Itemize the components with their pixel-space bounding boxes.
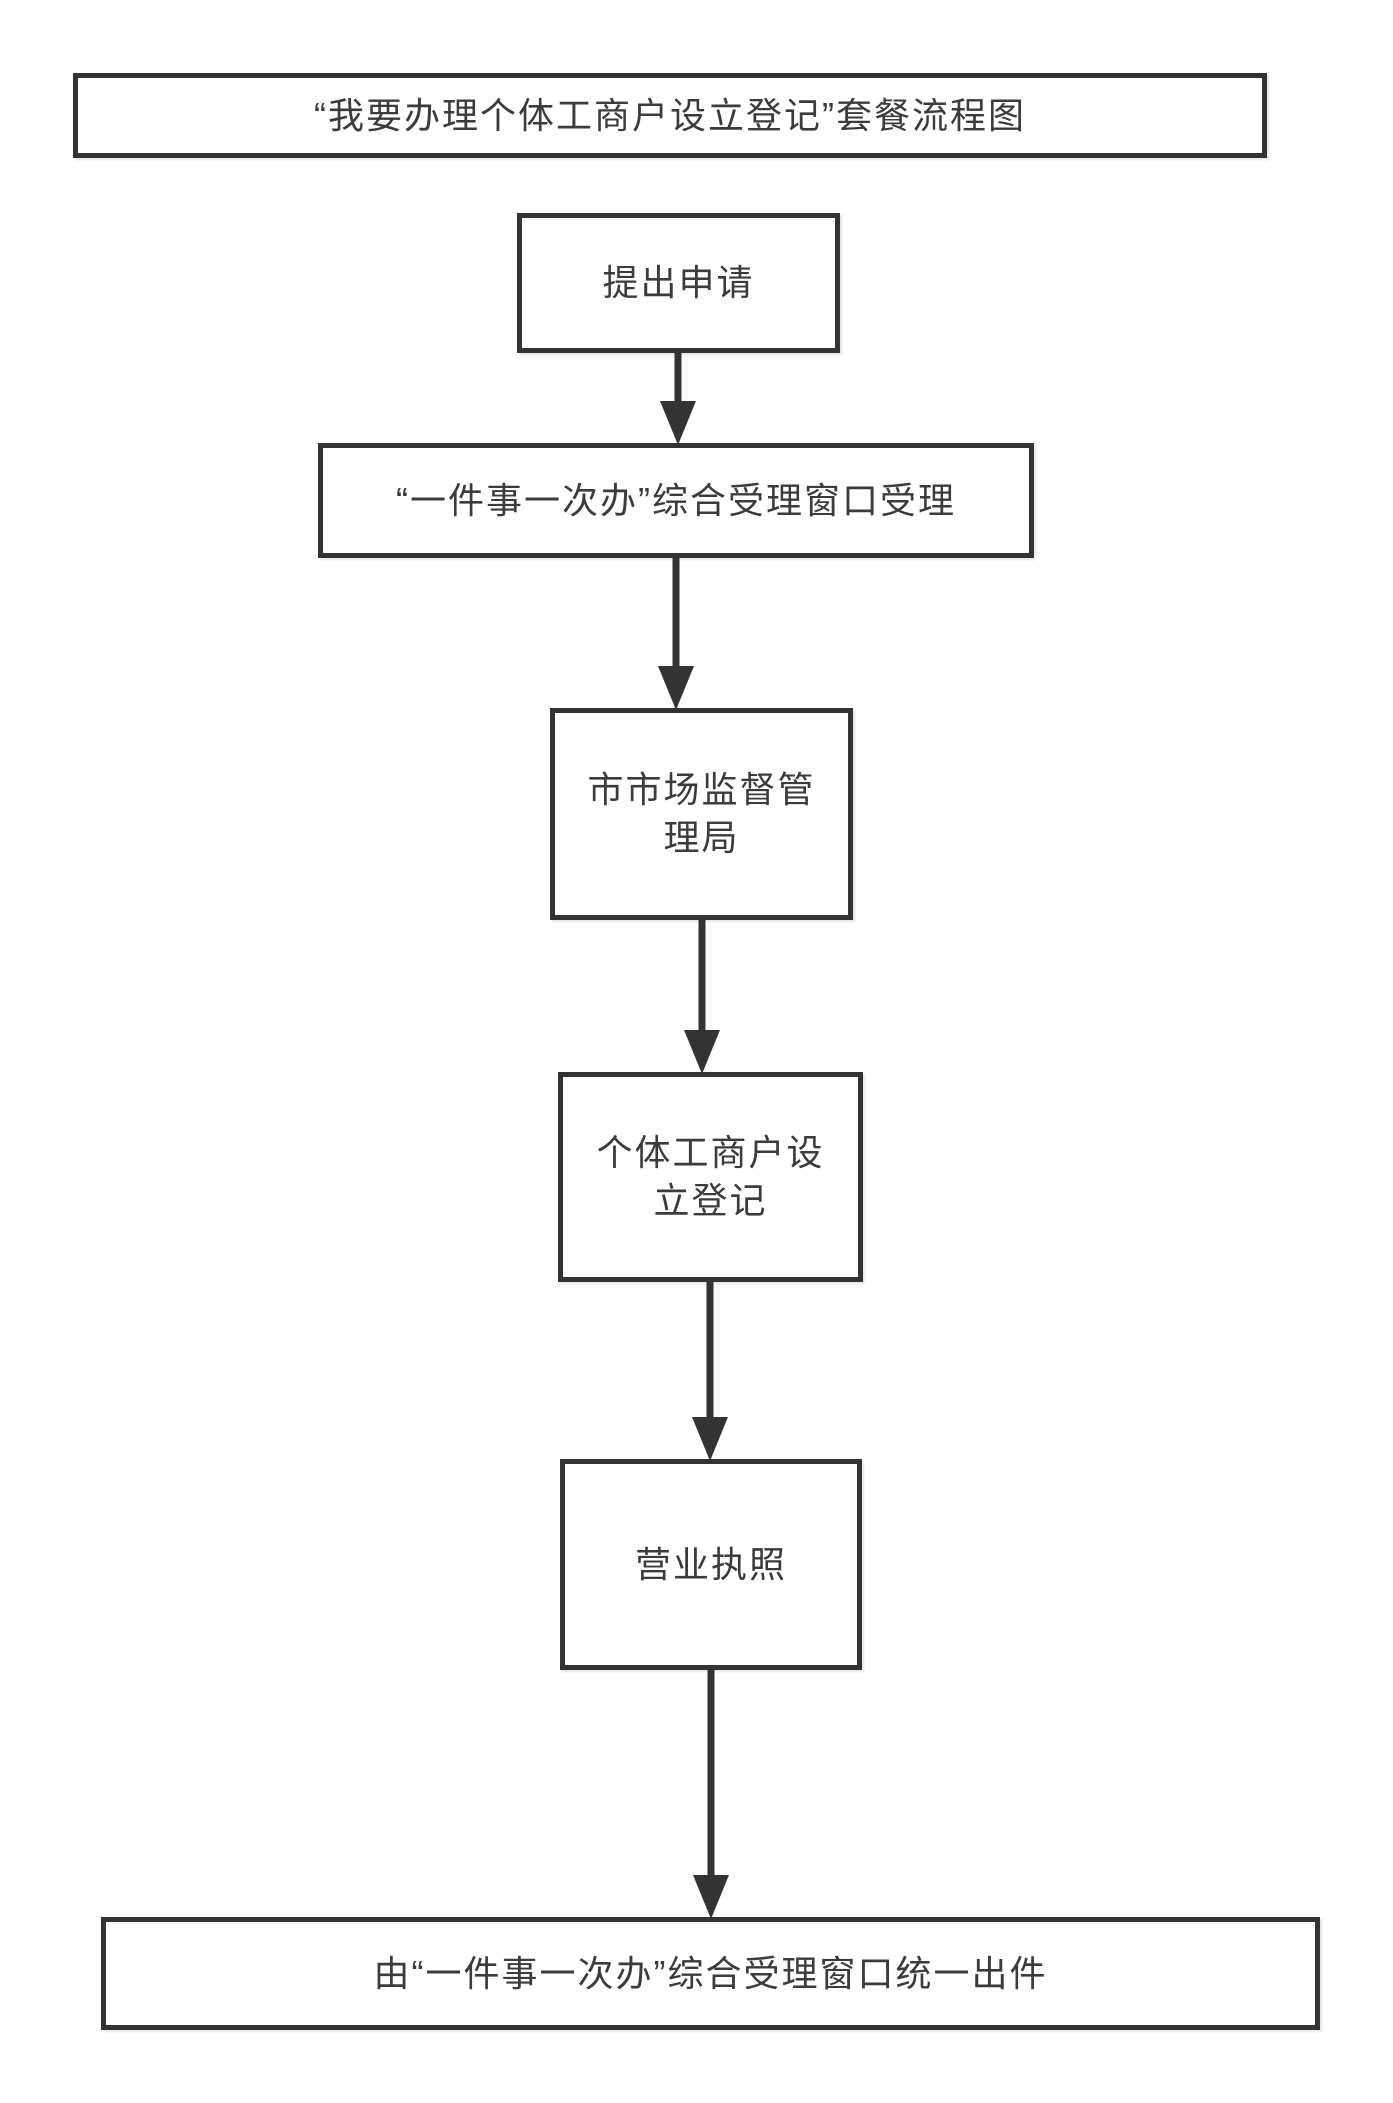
arrow-shaft: [707, 1668, 715, 1881]
arrowhead-down-icon: [658, 666, 694, 710]
node-label: “一件事一次办”综合受理窗口受理: [396, 479, 956, 521]
arrowhead-down-icon: [660, 401, 696, 445]
arrow-shaft: [706, 1280, 714, 1423]
down-arrow-registration-to-license: [692, 1280, 728, 1461]
flowchart-title-box: “我要办理个体工商户设立登记”套餐流程图: [73, 73, 1267, 158]
down-arrow-bureau-to-registration: [684, 918, 720, 1074]
arrowhead-down-icon: [684, 1030, 720, 1074]
node-individual-business-registration: 个体工商户设 立登记: [558, 1072, 863, 1282]
node-label-line: 个体工商户设: [596, 1132, 825, 1173]
node-unified-output-window: 由“一件事一次办”综合受理窗口统一出件: [101, 1917, 1320, 2030]
node-label: 营业执照: [634, 1543, 787, 1585]
down-arrow-accept-to-bureau: [658, 556, 694, 710]
node-submit-application: 提出申请: [517, 213, 840, 353]
arrowhead-down-icon: [693, 1875, 729, 1919]
node-business-license: 营业执照: [560, 1459, 862, 1670]
node-one-window-acceptance: “一件事一次办”综合受理窗口受理: [318, 443, 1034, 558]
down-arrow-apply-to-accept: [660, 353, 696, 445]
node-label-line: 理局: [663, 817, 740, 858]
flowchart-title: “我要办理个体工商户设立登记”套餐流程图: [314, 94, 1026, 136]
node-label: 个体工商户设 立登记: [596, 1129, 824, 1225]
arrowhead-down-icon: [692, 1417, 728, 1461]
node-market-supervision-bureau: 市市场监督管 理局: [550, 708, 853, 920]
node-label: 由“一件事一次办”综合受理窗口统一出件: [373, 1952, 1048, 1994]
node-label-line: 立登记: [653, 1180, 768, 1221]
node-label: 提出申请: [602, 262, 755, 303]
arrow-shaft: [674, 353, 682, 407]
arrow-shaft: [672, 556, 680, 672]
down-arrow-license-to-output: [693, 1668, 729, 1919]
node-label: 市市场监督管 理局: [587, 766, 815, 862]
node-label-line: 市市场监督管: [587, 769, 816, 810]
arrow-shaft: [698, 918, 706, 1036]
